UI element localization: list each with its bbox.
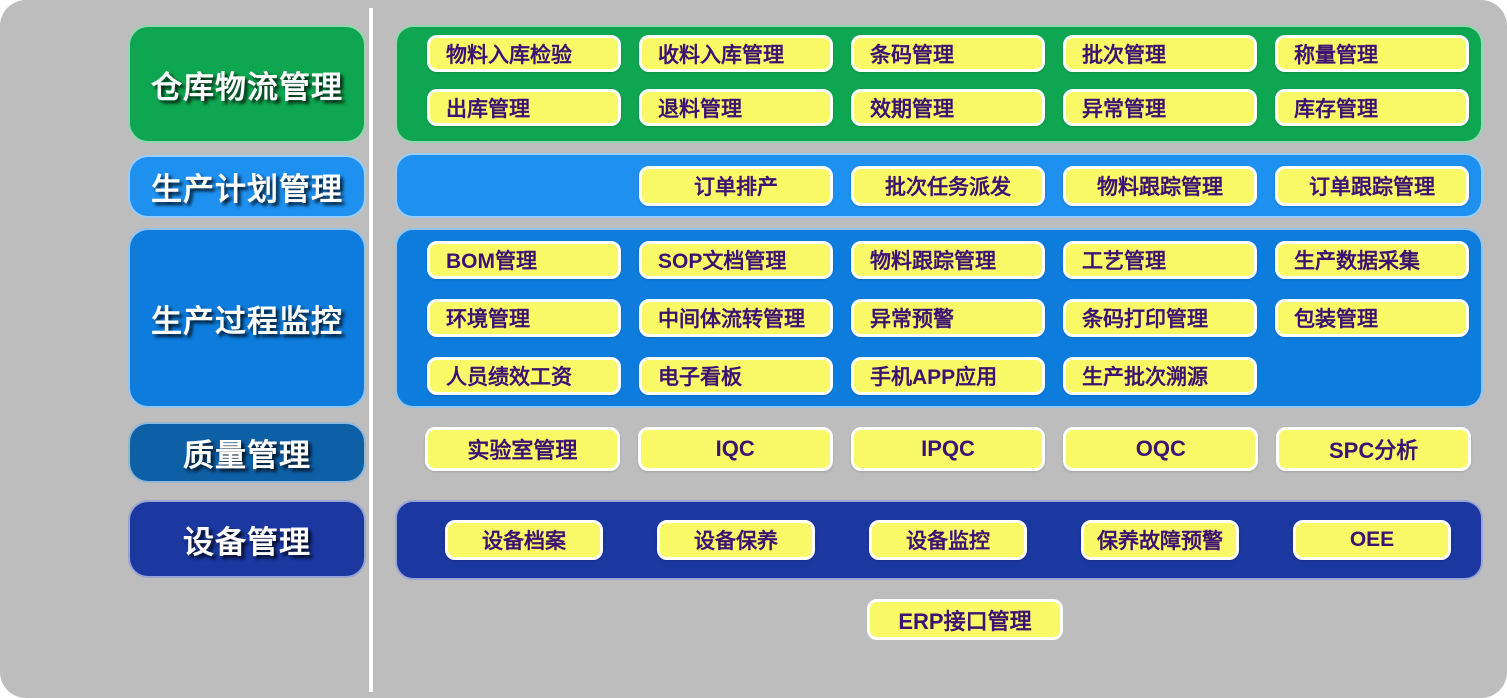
module-chip[interactable]: 保养故障预警 xyxy=(1081,520,1239,560)
category-label-quality-management: 质量管理 xyxy=(128,422,366,483)
quality-management-row: 实验室管理 IQC IPQC OQC SPC分析 xyxy=(395,427,1483,471)
module-chip[interactable]: 电子看板 xyxy=(639,357,833,395)
module-chip[interactable]: 物料跟踪管理 xyxy=(851,241,1045,279)
module-chip[interactable]: IPQC xyxy=(850,427,1046,471)
module-chip[interactable]: OEE xyxy=(1293,520,1451,560)
module-chip[interactable]: IQC xyxy=(637,427,833,471)
production-monitoring-panel: BOM管理 SOP文档管理 物料跟踪管理 工艺管理 生产数据采集 环境管理 中间… xyxy=(395,228,1483,408)
module-chip[interactable]: 设备档案 xyxy=(445,520,603,560)
category-label-text: 设备管理 xyxy=(183,524,311,560)
equipment-management-panel: 设备档案 设备保养 设备监控 保养故障预警 OEE xyxy=(395,500,1483,580)
module-chip[interactable]: 手机APP应用 xyxy=(851,357,1045,395)
category-label-text: 生产过程监控 xyxy=(151,303,343,339)
module-chip[interactable]: 效期管理 xyxy=(851,89,1045,126)
module-chip[interactable]: 异常预警 xyxy=(851,299,1045,337)
module-chip[interactable]: SOP文档管理 xyxy=(639,241,833,279)
module-chip[interactable]: 异常管理 xyxy=(1063,89,1257,126)
category-label-text: 生产计划管理 xyxy=(151,172,343,207)
module-chip[interactable]: 物料入库检验 xyxy=(427,35,621,72)
module-chip[interactable]: BOM管理 xyxy=(427,241,621,279)
module-chip[interactable]: 批次任务派发 xyxy=(851,166,1045,206)
module-chip[interactable]: 生产批次溯源 xyxy=(1063,357,1257,395)
category-label-production-monitoring: 生产过程监控 xyxy=(128,228,366,408)
erp-interface-chip[interactable]: ERP接口管理 xyxy=(867,599,1063,640)
category-label-warehouse-logistics: 仓库物流管理 xyxy=(128,25,366,143)
module-chip[interactable]: 条码管理 xyxy=(851,35,1045,72)
module-chip[interactable]: 工艺管理 xyxy=(1063,241,1257,279)
module-chip[interactable]: 人员绩效工资 xyxy=(427,357,621,395)
module-chip[interactable]: OQC xyxy=(1063,427,1259,471)
module-chip[interactable]: 物料跟踪管理 xyxy=(1063,166,1257,206)
category-label-text: 仓库物流管理 xyxy=(151,69,343,105)
production-planning-panel: 订单排产 批次任务派发 物料跟踪管理 订单跟踪管理 xyxy=(395,153,1483,218)
module-chip[interactable]: SPC分析 xyxy=(1276,427,1471,471)
module-chip[interactable]: 包装管理 xyxy=(1275,299,1469,337)
module-chip[interactable]: 环境管理 xyxy=(427,299,621,337)
category-label-production-planning: 生产计划管理 xyxy=(128,155,366,218)
module-chip[interactable]: 设备保养 xyxy=(657,520,815,560)
module-chip[interactable]: 实验室管理 xyxy=(425,427,620,471)
category-label-equipment-management: 设备管理 xyxy=(128,500,366,578)
module-chip[interactable]: 库存管理 xyxy=(1275,89,1469,126)
module-chip[interactable]: 收料入库管理 xyxy=(639,35,833,72)
module-chip[interactable]: 生产数据采集 xyxy=(1275,241,1469,279)
module-chip[interactable]: 退料管理 xyxy=(639,89,833,126)
module-chip[interactable]: 设备监控 xyxy=(869,520,1027,560)
module-chip[interactable]: 批次管理 xyxy=(1063,35,1257,72)
module-chip[interactable]: 订单排产 xyxy=(639,166,833,206)
warehouse-logistics-panel: 物料入库检验 收料入库管理 条码管理 批次管理 称量管理 出库管理 退料管理 效… xyxy=(395,25,1483,143)
module-chip[interactable]: 条码打印管理 xyxy=(1063,299,1257,337)
module-chip[interactable]: 订单跟踪管理 xyxy=(1275,166,1469,206)
module-chip[interactable]: 称量管理 xyxy=(1275,35,1469,72)
module-chip[interactable]: 中间体流转管理 xyxy=(639,299,833,337)
category-label-text: 质量管理 xyxy=(183,438,311,473)
vertical-divider xyxy=(369,8,373,692)
module-chip[interactable]: 出库管理 xyxy=(427,89,621,126)
